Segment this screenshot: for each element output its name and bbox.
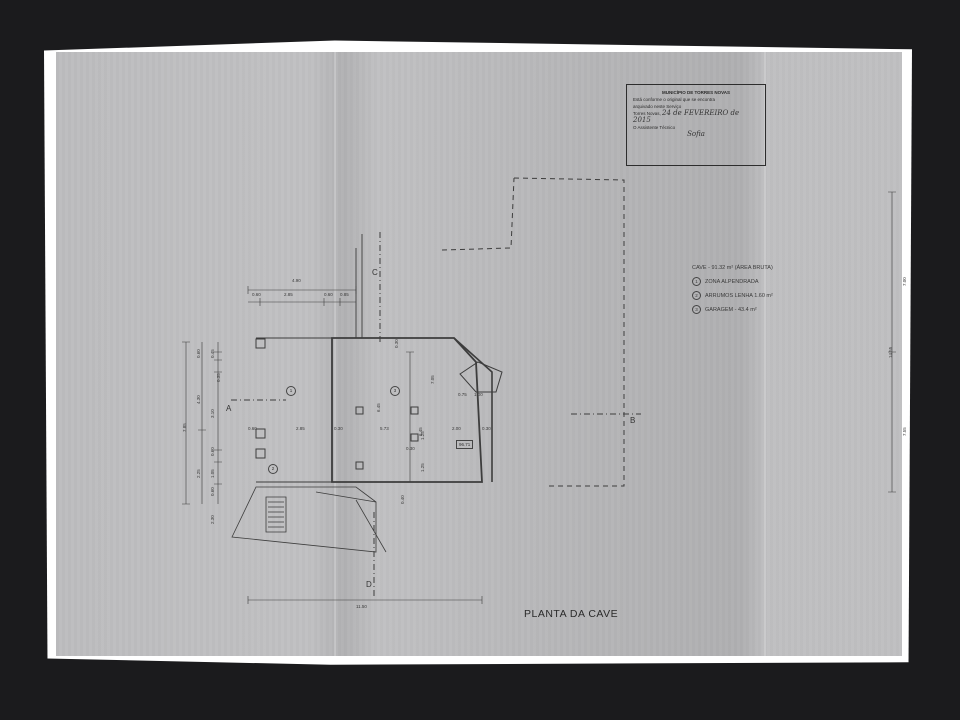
dim-label: 0.30 — [406, 446, 415, 451]
dim-label: 2.85 — [296, 426, 305, 431]
dim-label: 0.30 — [482, 426, 491, 431]
municipal-stamp: MUNICÍPIO DE TORRES NOVAS Está conforme … — [626, 84, 766, 166]
fold-line — [764, 52, 766, 656]
column — [355, 406, 364, 415]
stamp-line: Está conforme o original que se encontra — [633, 97, 716, 102]
area-legend: CAVE - 91.32 m² (ÁREA BRUTA) 1 ZONA ALPE… — [692, 264, 773, 314]
stamp-line: arquivado neste Serviço — [633, 104, 682, 109]
room-3-marker: 3 — [390, 386, 400, 396]
stamp-line: O Assistente Técnico — [633, 125, 676, 130]
column — [255, 428, 266, 439]
alpendre-outline — [256, 337, 333, 483]
column — [255, 448, 266, 459]
dim-label: 0.60 — [210, 487, 215, 496]
dim-label: 0.60 — [248, 426, 257, 431]
legend-item: 2 ARRUMOS LENHA 1.60 m² — [692, 291, 773, 300]
column — [410, 433, 419, 442]
dim-label: 4.90 — [292, 278, 301, 283]
photocopy-area: 4.90 0.60 2.85 0.60 0.85 0.30 7.05 6.45 … — [56, 52, 907, 656]
column — [410, 406, 419, 415]
dim-label: 1.25 — [420, 463, 425, 472]
legend-item: 1 ZONA ALPENDRADA — [692, 277, 773, 286]
wall-line — [355, 234, 363, 338]
stamp-signature: Sofia — [687, 130, 705, 138]
dim-label: 14.55 — [888, 346, 893, 358]
area-box: 96.71 — [456, 440, 474, 449]
dim-label: 5.73 — [380, 426, 389, 431]
dim-label: 0.45 — [210, 349, 215, 358]
plan-sheet: 4.90 0.60 2.85 0.60 0.85 0.30 7.05 6.45 … — [44, 40, 912, 665]
dim-label: 2.25 — [196, 469, 201, 478]
section-label-d: D — [366, 580, 372, 589]
legend-heading: CAVE - 91.32 m² (ÁREA BRUTA) — [692, 265, 773, 271]
dim-label: 1.05 — [210, 469, 215, 478]
dim-label: 0.85 — [340, 292, 349, 297]
section-label-a: A — [226, 404, 232, 413]
dim-label: 1.25 — [420, 431, 425, 440]
floor-plan-drawing — [182, 177, 896, 604]
dim-label: 2.30 — [210, 515, 215, 524]
dim-label: 4.30 — [196, 395, 201, 404]
dim-label: 0.35 — [216, 373, 221, 382]
dim-label: 7.00 — [902, 277, 907, 286]
stair-outline — [459, 361, 503, 393]
dim-label: 7.85 — [182, 423, 187, 432]
stamp-date-handwritten: 24 de FEVEREIRO de 2015 — [633, 109, 740, 124]
section-label-b: B — [630, 416, 636, 425]
section-label-c: C — [372, 268, 378, 277]
stamp-heading: MUNICÍPIO DE TORRES NOVAS — [661, 90, 731, 95]
room-2-marker: 2 — [268, 464, 278, 474]
dim-label: 0.30 — [334, 426, 343, 431]
dim-label: 0.60 — [252, 292, 261, 297]
stairs-lower — [231, 486, 387, 553]
dim-label: 6.45 — [376, 403, 381, 412]
column — [355, 461, 364, 470]
dim-label: 0.75 — [458, 392, 467, 397]
wall-outline — [331, 337, 483, 483]
dim-label: 0.60 — [324, 292, 333, 297]
dim-label: 1.00 — [474, 392, 483, 397]
stamp-date-label: Torres Novas, — [633, 111, 661, 116]
dim-label: 0.40 — [400, 495, 405, 504]
dashed-outline — [441, 177, 515, 251]
column — [255, 338, 266, 349]
plan-title: PLANTA DA CAVE — [524, 608, 619, 620]
legend-item: 3 GARAGEM - 43.4 m² — [692, 305, 773, 314]
room-1-marker: 1 — [286, 386, 296, 396]
dim-label: 2.85 — [284, 292, 293, 297]
dim-label: 11.50 — [356, 604, 367, 609]
fold-line — [334, 52, 336, 656]
wall-outline — [453, 337, 493, 482]
dim-label: 2.00 — [452, 426, 461, 431]
dim-label: 7.55 — [902, 427, 907, 436]
dashed-outline — [513, 177, 625, 487]
dim-label: 0.60 — [210, 447, 215, 456]
dim-label: 0.60 — [196, 349, 201, 358]
dim-label: 0.30 — [394, 339, 399, 348]
dim-label: 7.05 — [430, 375, 435, 384]
dimension-lines — [182, 191, 896, 604]
dim-label: 3.10 — [210, 409, 215, 418]
